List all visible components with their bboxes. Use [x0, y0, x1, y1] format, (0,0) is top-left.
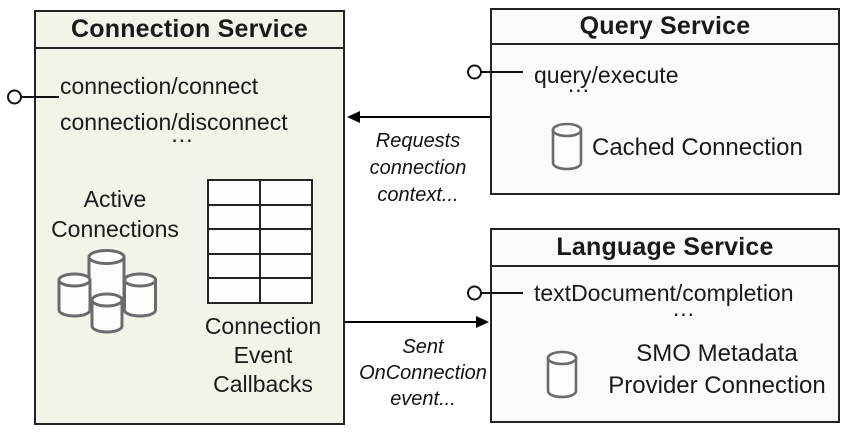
database-cluster-icon — [57, 249, 157, 334]
language-service-methods: textDocument/completion ... — [534, 278, 834, 321]
connection-callbacks-table — [207, 179, 313, 304]
table-cell — [208, 253, 260, 279]
query-interface-lollipop-icon — [467, 64, 523, 80]
connection-service-box: Connection Service connection/connect co… — [34, 10, 345, 425]
ellipsis-more-methods: ... — [672, 295, 696, 321]
sent-onconnection-event-label: Sent OnConnection event... — [353, 334, 493, 412]
method-connection-connect: connection/connect — [60, 73, 259, 99]
smo-metadata-provider-connection-label: SMO Metadata Provider Connection — [592, 338, 842, 402]
table-cell — [208, 278, 260, 303]
query-service-title: Query Service — [492, 10, 838, 45]
arrow-label-line3: event... — [390, 388, 456, 410]
table-cell — [260, 253, 312, 279]
connection-event-callbacks-label: Connection Event Callbacks — [193, 312, 333, 399]
arrow-label-line3: context... — [377, 184, 459, 206]
sent-onconnection-arrow — [345, 316, 489, 328]
database-icon — [551, 122, 583, 171]
connection-interface-lollipop-icon — [7, 89, 59, 105]
language-interface-lollipop-icon — [467, 285, 523, 301]
cached-connection-label: Cached Connection — [592, 134, 803, 161]
active-connections-label: Active Connections — [42, 184, 188, 244]
arrow-label-line1: Requests — [375, 130, 461, 152]
table-cell — [260, 180, 312, 205]
database-icon — [546, 350, 578, 399]
method-query-execute: query/execute — [534, 62, 679, 88]
active-connections-line1: Active — [83, 186, 147, 212]
callbacks-line3: Callbacks — [213, 371, 313, 397]
table-cell — [260, 204, 312, 230]
method-connection-disconnect: connection/disconnect — [60, 109, 288, 135]
query-service-box: Query Service query/execute ... Cached C… — [490, 8, 840, 195]
smo-label-line1: SMO Metadata — [636, 340, 798, 367]
method-textdocument-completion: textDocument/completion — [534, 280, 794, 306]
table-cell — [208, 180, 260, 205]
connection-service-title: Connection Service — [36, 12, 343, 49]
language-service-box: Language Service textDocument/completion… — [490, 228, 840, 423]
requests-connection-context-label: Requests connection context... — [348, 128, 488, 209]
query-service-methods: query/execute ... — [534, 60, 834, 97]
table-cell — [260, 229, 312, 254]
active-connections-line2: Connections — [51, 216, 179, 242]
table-cell — [260, 278, 312, 303]
table-cell — [208, 229, 260, 254]
smo-label-line2: Provider Connection — [608, 372, 826, 399]
arrow-label-line1: Sent — [402, 336, 444, 358]
table-cell — [208, 204, 260, 230]
arrow-label-line2: OnConnection — [359, 362, 487, 384]
connection-service-methods: connection/connect connection/disconnect… — [60, 68, 305, 147]
ellipsis-more-methods: ... — [567, 71, 591, 97]
arrow-label-line2: connection — [369, 157, 467, 179]
callbacks-line1: Connection — [204, 313, 322, 339]
callbacks-line2: Event — [233, 342, 293, 368]
ellipsis-more-methods: ... — [171, 121, 194, 147]
language-service-title: Language Service — [492, 230, 838, 267]
requests-connection-arrow — [347, 111, 490, 123]
